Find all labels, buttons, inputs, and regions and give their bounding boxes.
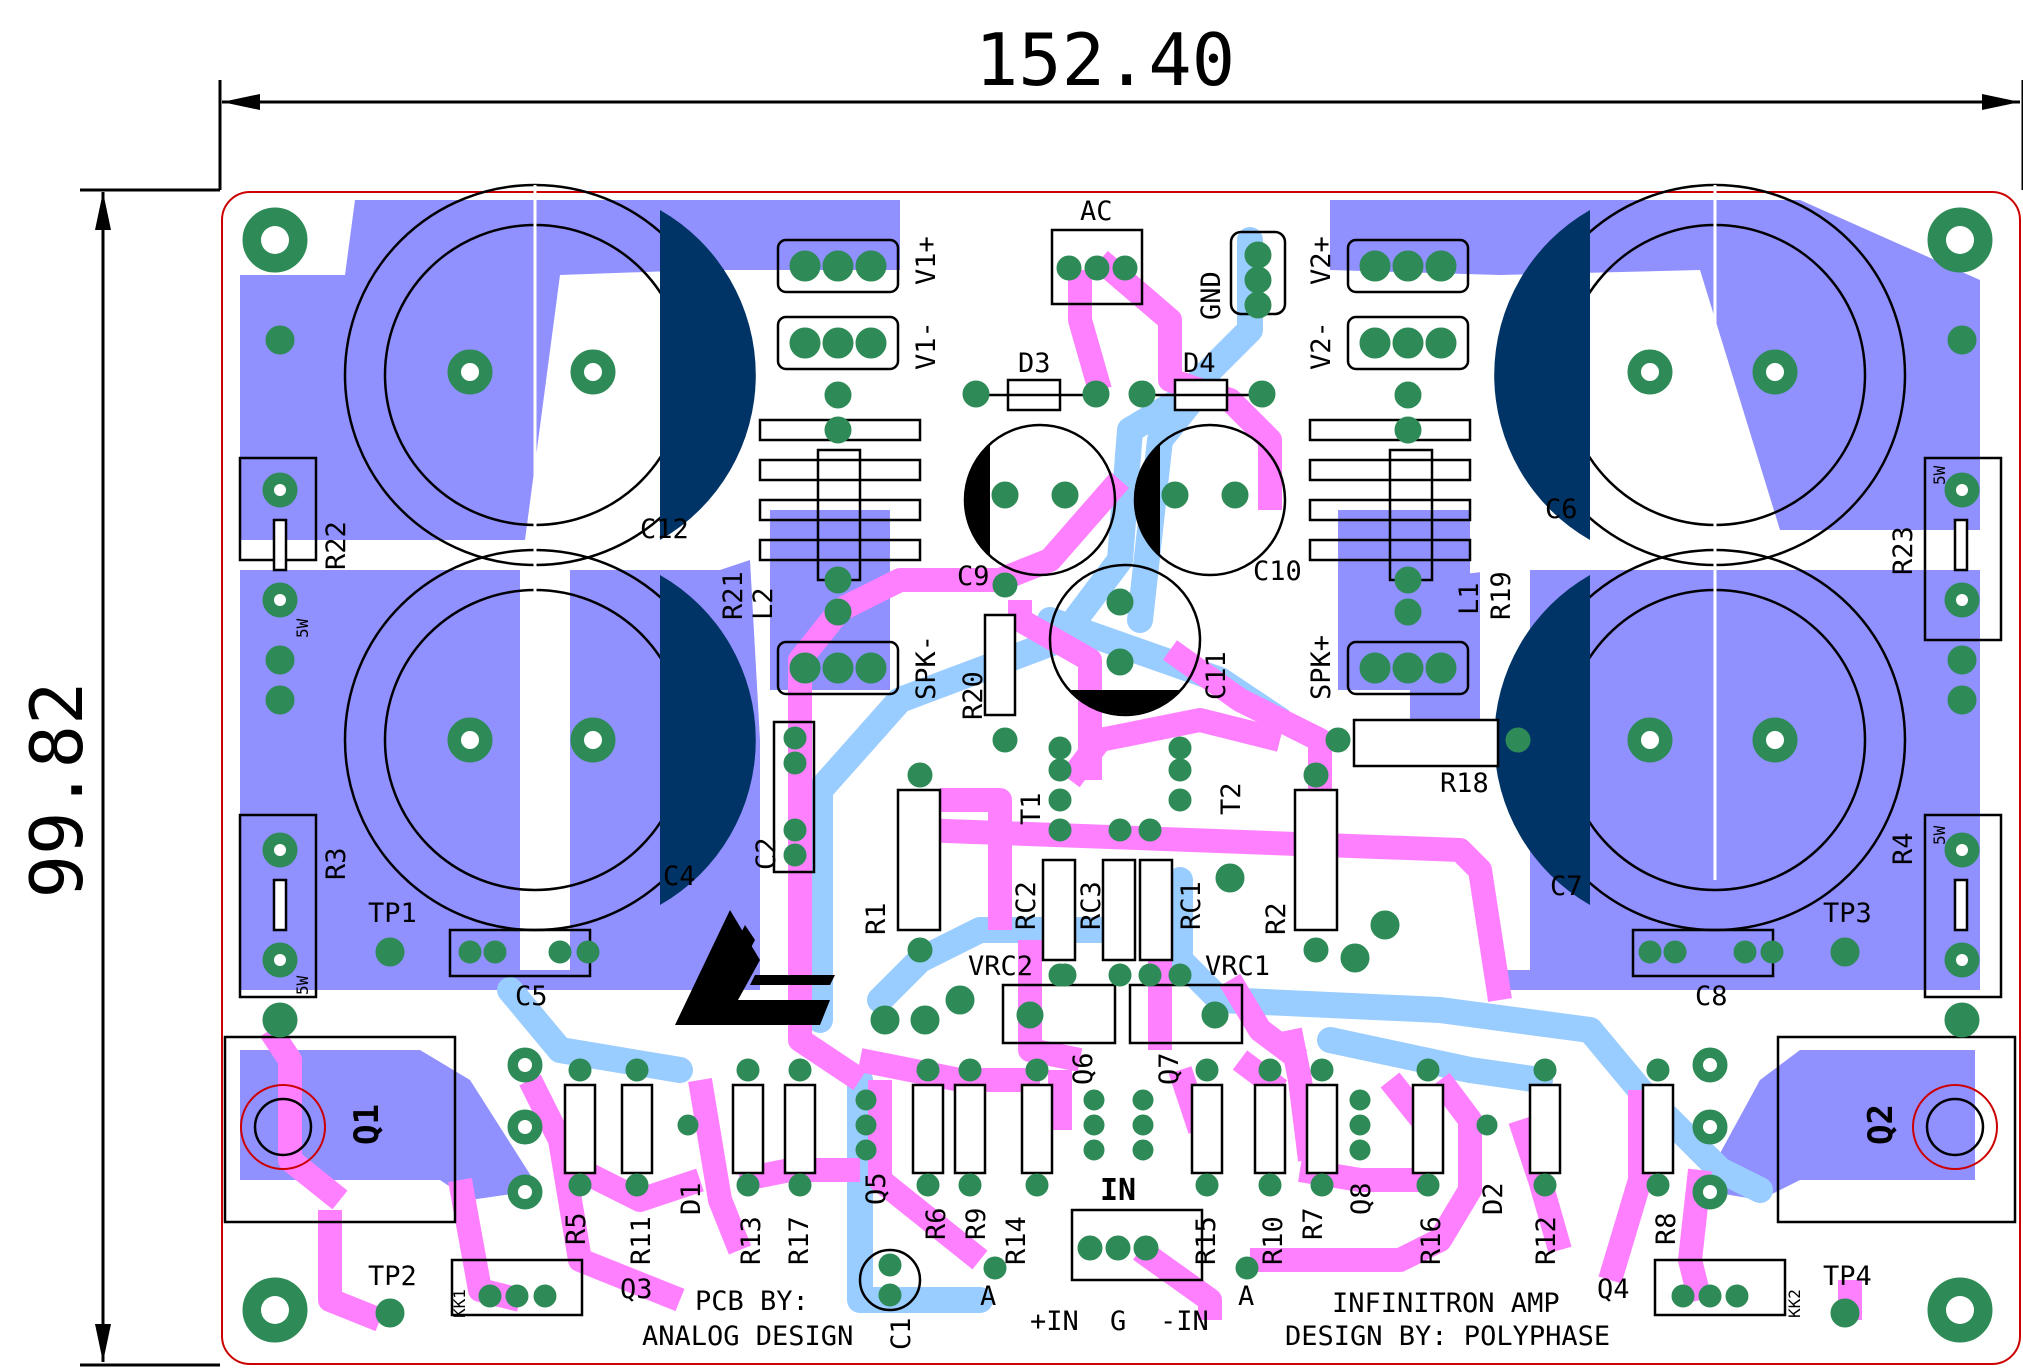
label-c4: C4 bbox=[663, 861, 696, 892]
label-r19: R19 bbox=[1486, 571, 1517, 620]
label-q8: Q8 bbox=[1346, 1182, 1377, 1215]
label-r23: R23 bbox=[1888, 526, 1919, 575]
label-c6: C6 bbox=[1545, 494, 1578, 525]
label-d4: D4 bbox=[1183, 348, 1216, 379]
label-in: IN bbox=[1100, 1173, 1136, 1208]
label-r15: R15 bbox=[1191, 1216, 1222, 1265]
label-r10: R10 bbox=[1258, 1216, 1289, 1265]
label-r20: R20 bbox=[958, 671, 989, 720]
label-t1: T1 bbox=[1016, 792, 1047, 825]
label-r5: R5 bbox=[561, 1212, 592, 1245]
label-v2p: V2+ bbox=[1306, 236, 1337, 285]
label-t2: T2 bbox=[1216, 782, 1247, 815]
label-tp2: TP2 bbox=[368, 1261, 417, 1292]
label-r21: R21 bbox=[718, 571, 749, 620]
label-r14: R14 bbox=[1001, 1216, 1032, 1265]
label-vrc1: VRC1 bbox=[1205, 951, 1270, 982]
small-capacitors bbox=[858, 423, 1287, 1312]
label-tp4: TP4 bbox=[1823, 1261, 1872, 1292]
design-by-line1: INFINITRON AMP bbox=[1332, 1288, 1560, 1319]
label-ac: AC bbox=[1080, 196, 1113, 227]
label-c1: C1 bbox=[886, 1317, 917, 1350]
label-r1: R1 bbox=[861, 902, 892, 935]
height-dimension: 99.82 bbox=[15, 682, 99, 899]
label-l2: L2 bbox=[748, 587, 779, 620]
label-r13: R13 bbox=[736, 1216, 767, 1265]
label-vrc2: VRC2 bbox=[968, 951, 1033, 982]
pad-holes bbox=[261, 226, 1974, 1324]
label-r4: R4 bbox=[1888, 832, 1919, 865]
label-c11: C11 bbox=[1201, 651, 1232, 700]
label-q7: Q7 bbox=[1154, 1052, 1185, 1085]
label-l1: L1 bbox=[1454, 582, 1485, 615]
label-a1: A bbox=[980, 1281, 996, 1312]
label-c7: C7 bbox=[1550, 871, 1583, 902]
pads bbox=[242, 207, 1993, 1343]
design-by-line2: DESIGN BY: POLYPHASE bbox=[1285, 1321, 1610, 1352]
label-tp3: TP3 bbox=[1823, 898, 1872, 929]
label-kk1: KK1 bbox=[450, 1289, 469, 1318]
label-rc2: RC2 bbox=[1011, 881, 1042, 930]
label-c9: C9 bbox=[957, 561, 990, 592]
label-q5: Q5 bbox=[861, 1172, 892, 1205]
dimension-lines bbox=[80, 80, 2023, 1367]
power-transistors bbox=[223, 1035, 2017, 1224]
label-kk2: KK2 bbox=[1785, 1289, 1804, 1318]
label-q6: Q6 bbox=[1068, 1052, 1099, 1085]
label-5w-4: 5W bbox=[1930, 825, 1949, 845]
pcb-by-line1: PCB BY: bbox=[695, 1286, 809, 1317]
label-q1: Q1 bbox=[347, 1104, 387, 1145]
label-q2: Q2 bbox=[1861, 1104, 1901, 1145]
label-spkp: SPK+ bbox=[1306, 635, 1337, 700]
label-v2m: V2- bbox=[1306, 321, 1337, 370]
label-inm: -IN bbox=[1160, 1306, 1209, 1337]
width-dimension: 152.40 bbox=[975, 18, 1235, 102]
label-r22: R22 bbox=[321, 521, 352, 570]
label-r16: R16 bbox=[1416, 1216, 1447, 1265]
label-5w-1: 5W bbox=[293, 618, 312, 638]
label-r17: R17 bbox=[784, 1216, 815, 1265]
label-d3: D3 bbox=[1018, 348, 1051, 379]
label-q4: Q4 bbox=[1597, 1274, 1630, 1305]
label-ing: G bbox=[1110, 1306, 1126, 1337]
label-r6: R6 bbox=[921, 1207, 952, 1240]
label-d2: D2 bbox=[1478, 1182, 1509, 1215]
label-c2: C2 bbox=[751, 837, 782, 870]
label-v1p: V1+ bbox=[911, 236, 942, 285]
label-c10: C10 bbox=[1253, 556, 1302, 587]
label-gnd: GND bbox=[1196, 271, 1227, 320]
label-inp: +IN bbox=[1030, 1306, 1079, 1337]
label-c5: C5 bbox=[515, 981, 548, 1012]
label-r2: R2 bbox=[1261, 902, 1292, 935]
label-q3: Q3 bbox=[620, 1274, 653, 1305]
resistor-bodies bbox=[272, 518, 1969, 1175]
diodes bbox=[975, 378, 1260, 412]
label-spkm: SPK- bbox=[911, 635, 942, 700]
label-a2: A bbox=[1238, 1281, 1254, 1312]
label-r9: R9 bbox=[961, 1207, 992, 1240]
label-r12: R12 bbox=[1531, 1216, 1562, 1265]
label-c12: C12 bbox=[640, 514, 689, 545]
label-rc3: RC3 bbox=[1076, 881, 1107, 930]
label-r18: R18 bbox=[1440, 768, 1489, 799]
label-r8: R8 bbox=[1651, 1212, 1682, 1245]
label-r3: R3 bbox=[321, 847, 352, 880]
label-c8: C8 bbox=[1695, 981, 1728, 1012]
analog-design-logo bbox=[675, 910, 835, 1025]
label-5w-3: 5W bbox=[1930, 465, 1949, 485]
connector-outlines bbox=[238, 228, 2003, 1317]
label-r7: R7 bbox=[1298, 1207, 1329, 1240]
label-5w-2: 5W bbox=[293, 975, 312, 995]
label-d1: D1 bbox=[676, 1182, 707, 1215]
label-r11: R11 bbox=[626, 1216, 657, 1265]
pcb-by-line2: ANALOG DESIGN bbox=[642, 1321, 853, 1352]
label-v1m: V1- bbox=[911, 321, 942, 370]
label-tp1: TP1 bbox=[368, 898, 417, 929]
label-rc1: RC1 bbox=[1176, 881, 1207, 930]
